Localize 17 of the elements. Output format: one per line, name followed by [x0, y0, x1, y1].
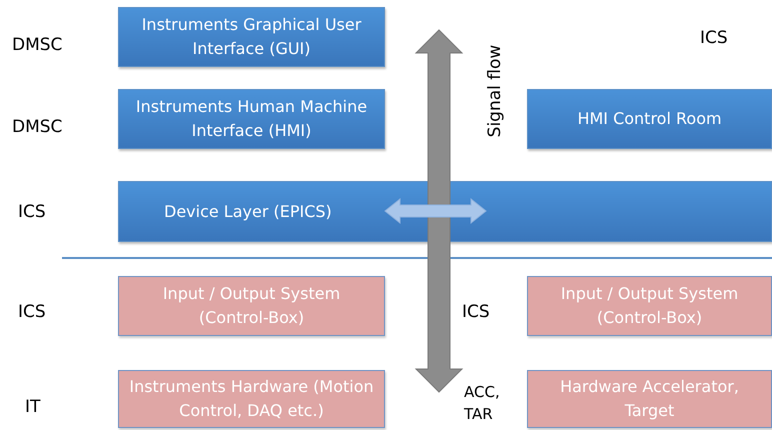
software-layer-box: HMI Control Room [527, 89, 772, 149]
layer-owner-label: ICS [700, 27, 728, 49]
device-layer-bar: Device Layer (EPICS) [118, 181, 772, 242]
software-layer-box: Instruments Human Machine Interface (HMI) [118, 89, 385, 149]
axis-caption: Signal flow [484, 44, 506, 140]
hardware-box: Input / Output System (Control-Box) [118, 276, 385, 336]
hardware-box: Input / Output System (Control-Box) [527, 276, 772, 336]
layer-owner-label: ACC, TAR [464, 382, 501, 425]
hardware-box: Instruments Hardware (Motion Control, DAQ etc.) [118, 370, 385, 428]
layer-owner-label: ICS [18, 301, 46, 323]
layer-owner-label: ICS [462, 301, 490, 323]
software-layer-box: Instruments Graphical User Interface (GUI) [118, 7, 385, 67]
layer-owner-label: DMSC [12, 116, 62, 138]
layer-owner-label: ICS [18, 201, 46, 223]
layer-owner-label: DMSC [12, 34, 62, 56]
layer-owner-label: IT [25, 396, 40, 418]
hardware-box: Hardware Accelerator, Target [527, 370, 772, 428]
